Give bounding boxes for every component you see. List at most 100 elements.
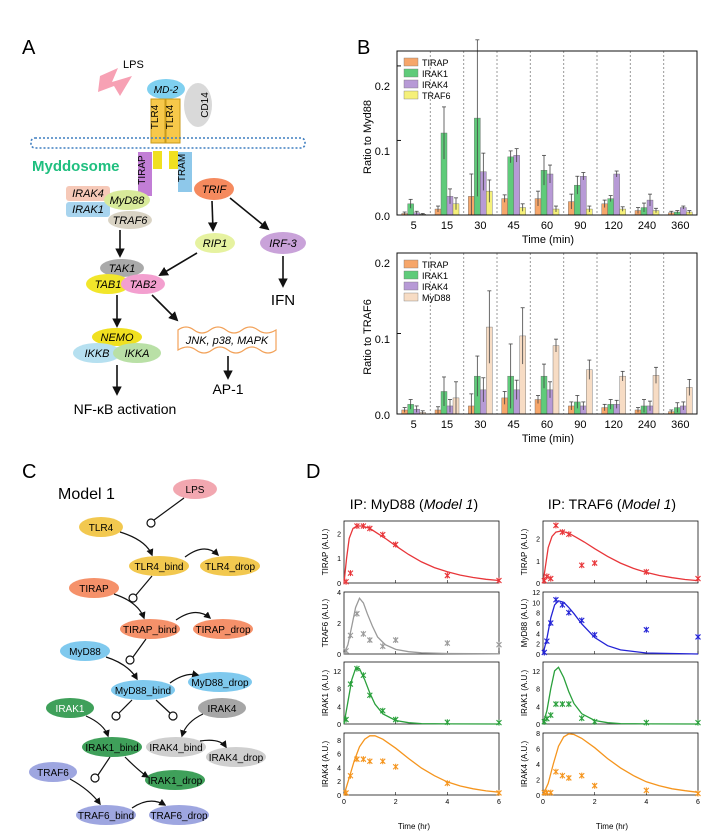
node-myd88-bind: MyD88_bind <box>111 680 175 700</box>
ytick-label: 2 <box>536 642 540 649</box>
tak1-label: TAK1 <box>109 263 136 275</box>
panel-label-c: C <box>22 461 36 483</box>
panel-d-time-courses: IP: MyD88 (Model 1) IP: TRAF6 (Model 1) … <box>321 496 701 831</box>
irak1-label: IRAK1 <box>72 204 104 216</box>
data-point <box>444 640 451 647</box>
ytick-label: 1 <box>337 556 341 563</box>
data-point <box>496 789 502 796</box>
node-myd88-drop: MyD88_drop <box>188 672 252 692</box>
svg-text:TLR4_drop: TLR4_drop <box>205 562 255 573</box>
plot-frame <box>542 732 699 796</box>
data-point <box>379 758 386 765</box>
xtick-label: 0 <box>342 799 346 806</box>
membrane <box>30 137 306 149</box>
tab1-shape <box>86 274 130 294</box>
xtick-label: 15 <box>441 220 453 232</box>
tir-domain-left <box>153 151 162 169</box>
xtick-label: 360 <box>671 419 689 431</box>
ytick: 0.0 <box>375 410 390 422</box>
xtick-label: 60 <box>541 419 553 431</box>
xtick-label: 120 <box>604 220 622 232</box>
data-point <box>360 756 367 763</box>
svg-text:IRAK4_drop: IRAK4_drop <box>209 753 264 764</box>
tlr4-label-left: TLR4 <box>150 104 161 129</box>
mapk-box <box>177 326 277 354</box>
ytick-label: 6 <box>536 747 540 754</box>
model-curve <box>343 735 500 796</box>
bar-bottom-xlabel: Time (min) <box>522 433 574 445</box>
svg-text:LPS: LPS <box>186 485 205 496</box>
xtick-label: 5 <box>411 419 417 431</box>
left-xlabel: Time (hr) <box>398 822 430 831</box>
md2-shape <box>147 79 185 99</box>
data-point <box>360 630 367 637</box>
irak4-shape <box>66 186 110 201</box>
tram-shape <box>178 152 192 192</box>
xtick-label: 90 <box>574 419 586 431</box>
data-point <box>496 641 502 648</box>
ytick: 0.1 <box>375 146 390 158</box>
data-point <box>496 719 502 726</box>
svg-text:IRAK4: IRAK4 <box>208 704 237 715</box>
data-point <box>343 716 349 723</box>
xtick-label: 2 <box>593 799 597 806</box>
data-point <box>444 780 451 787</box>
data-point <box>366 758 373 765</box>
node-irak1: IRAK1 <box>46 698 94 718</box>
ytick-label: 2 <box>337 621 341 628</box>
data-point <box>379 707 386 714</box>
data-point <box>559 529 566 536</box>
xtick-label: 5 <box>411 220 417 232</box>
panel-a-pathway: LPS CD14 MD-2 TLR4 TLR4 Myddosome TIRAP … <box>30 59 306 417</box>
bar-bottom-yticks: 0.0 0.1 0.2 <box>375 258 390 422</box>
ytick-label: 8 <box>536 687 540 694</box>
legend-swatch <box>403 90 419 100</box>
data-point <box>643 626 650 633</box>
plot-frame <box>542 661 699 725</box>
bar-myd88-120 <box>619 375 626 415</box>
data-point <box>379 531 386 538</box>
ikka-label: IKKA <box>124 348 149 360</box>
model-title: Model 1 <box>58 486 115 503</box>
xtick-label: 240 <box>638 220 656 232</box>
ytick-label: 1 <box>536 559 540 566</box>
data-point <box>392 541 399 548</box>
legend-swatch <box>403 270 419 280</box>
legend-label: TIRAP <box>422 260 449 270</box>
tak1-shape <box>100 259 144 277</box>
model-curve <box>343 525 500 584</box>
model-curve <box>542 733 699 796</box>
right-xlabel: Time (hr) <box>596 822 628 831</box>
ytick-label: 8 <box>536 731 540 738</box>
data-point <box>354 756 360 763</box>
irak4-label: IRAK4 <box>72 188 104 200</box>
data-point <box>444 719 451 726</box>
svg-text:IRAK1_drop: IRAK1_drop <box>148 776 203 787</box>
legend-swatch <box>403 292 419 302</box>
ytick-label: 8 <box>536 611 540 618</box>
irf3-label: IRF-3 <box>269 238 297 250</box>
xtick-label: 60 <box>541 220 553 232</box>
legend-label: MyD88 <box>422 293 451 303</box>
legend-swatch <box>403 259 419 269</box>
traf6-label: TRAF6 <box>113 215 149 227</box>
data-point <box>553 596 559 603</box>
legend-label: TIRAP <box>422 58 449 68</box>
ytick: 0.0 <box>375 211 390 223</box>
ytick-label: 10 <box>532 600 540 607</box>
data-point <box>541 649 548 656</box>
data-point <box>578 772 585 779</box>
data-point <box>559 601 566 608</box>
tir-domain-right <box>169 151 178 169</box>
myd88-shape <box>104 190 150 210</box>
bar-irak4-90 <box>580 176 587 216</box>
ytick-label: 0 <box>536 793 540 800</box>
node-traf6: TRAF6 <box>29 762 77 782</box>
data-point <box>591 631 598 638</box>
irf3-shape <box>260 232 306 254</box>
ytick-label: 12 <box>333 669 341 676</box>
ifn-label: IFN <box>271 292 295 309</box>
data-point <box>392 763 399 770</box>
